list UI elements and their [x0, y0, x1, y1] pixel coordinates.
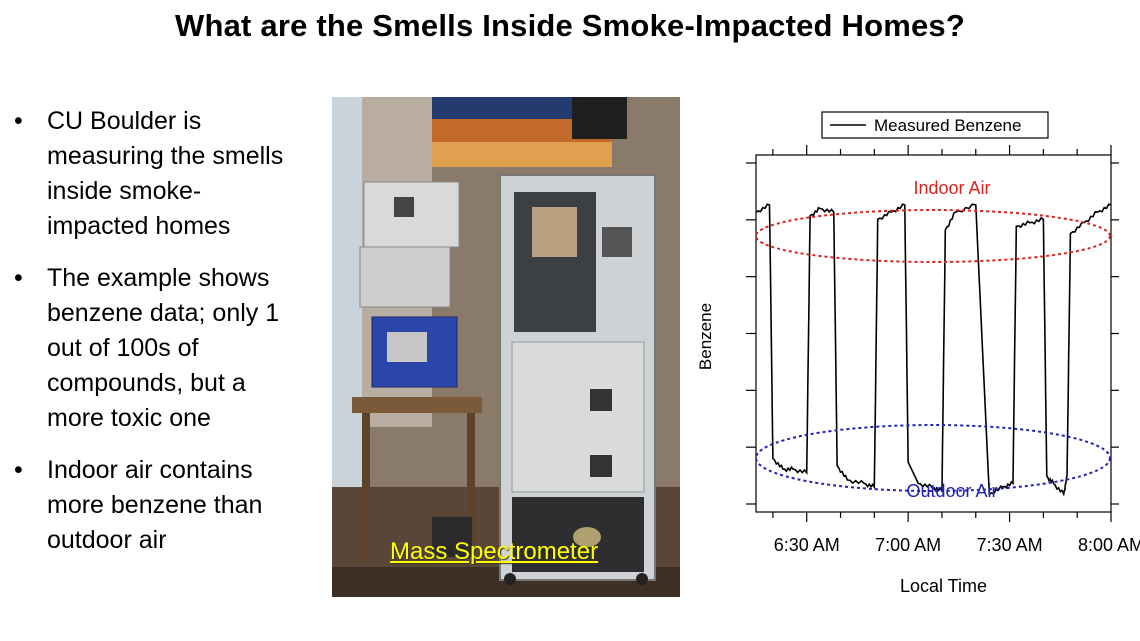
bullet-line: more toxic one [47, 404, 211, 432]
photo-illustration [332, 97, 680, 597]
indoor-air-ellipse [755, 209, 1111, 263]
bullet-line: inside smoke- [47, 177, 202, 205]
x-tick-label: 7:30 AM [977, 535, 1043, 555]
bullet-list: • CU Boulder is measuring the smells ins… [14, 104, 314, 575]
bullet-item: • CU Boulder is measuring the smells ins… [14, 104, 314, 244]
legend-label: Measured Benzene [874, 116, 1021, 135]
bullet-dot-icon: • [14, 107, 23, 135]
benzene-chart: 6:30 AM 7:00 AM 7:30 AM 8:00 AM Local Time Be… [696, 111, 1140, 596]
bullet-line: out of 100s of [47, 334, 199, 362]
x-tick-label: 6:30 AM [774, 535, 840, 555]
bullet-line: The example shows [47, 264, 270, 292]
outdoor-air-label: Outdoor Air [906, 481, 997, 501]
bullet-line: Indoor air contains [47, 456, 253, 484]
bullet-line: more benzene than [47, 491, 263, 519]
mass-spectrometer-photo: Mass Spectrometer [332, 97, 680, 597]
bullet-dot-icon: • [14, 456, 23, 484]
x-axis-label: Local Time [900, 576, 987, 596]
x-tick-label: 7:00 AM [875, 535, 941, 555]
slide-title: What are the Smells Inside Smoke-Impacte… [175, 8, 965, 43]
x-tick-label: 8:00 AM [1078, 535, 1140, 555]
series-line-measured-benzene [755, 203, 1112, 497]
outdoor-air-ellipse [755, 424, 1111, 492]
bullet-line: benzene data; only 1 [47, 299, 280, 327]
bullet-line: CU Boulder is [47, 107, 202, 135]
bullet-dot-icon: • [14, 264, 23, 292]
bullet-item: • The example shows benzene data; only 1… [14, 261, 314, 436]
bullet-line: impacted homes [47, 212, 231, 240]
bullet-item: • Indoor air contains more benzene than … [14, 453, 314, 558]
bullet-line: compounds, but a [47, 369, 246, 397]
bullet-line: outdoor air [47, 526, 167, 554]
bullet-line: measuring the smells [47, 142, 284, 170]
indoor-air-label: Indoor Air [913, 178, 990, 198]
y-axis-label: Benzene [696, 303, 715, 370]
photo-caption: Mass Spectrometer [390, 538, 599, 565]
